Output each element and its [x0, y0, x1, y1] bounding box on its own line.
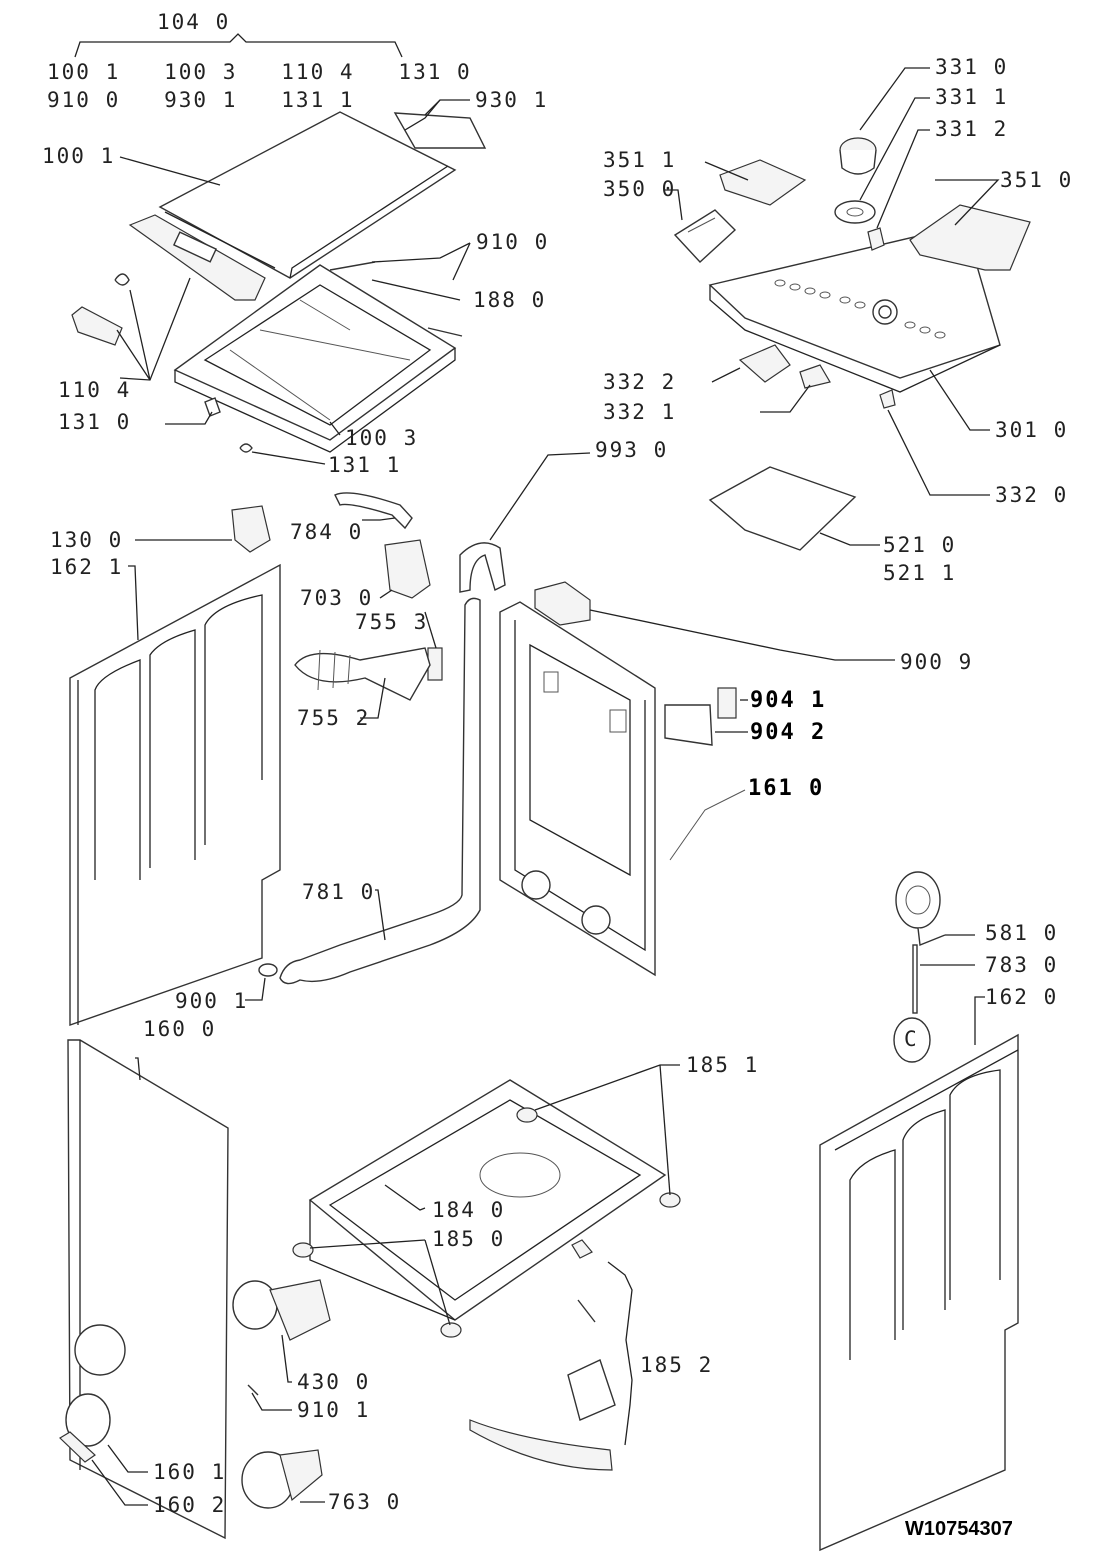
foot-part: [516, 1107, 538, 1123]
label-1621: 162 1: [50, 555, 124, 579]
label-1104: 110 4: [58, 378, 132, 402]
screw-9101-part: [247, 1384, 259, 1396]
dispenser-valve-part: [384, 539, 431, 599]
screw-part: [427, 327, 463, 337]
label-3320: 332 0: [995, 483, 1069, 507]
label-1040: 104 0: [157, 10, 231, 34]
spring-part: [239, 443, 253, 453]
label-clip-c: C: [904, 1027, 917, 1051]
suspension-rod-part: [571, 1239, 593, 1259]
label-group-row-2: 910 0 930 1 131 1: [47, 88, 355, 112]
document-code: W10754307: [905, 1518, 1013, 1540]
label-7840: 784 0: [290, 520, 364, 544]
label-5211: 521 1: [883, 561, 957, 585]
pulley-part: [895, 871, 946, 946]
bellows-hose-part: [294, 647, 431, 701]
label-9301: 930 1: [475, 88, 549, 112]
label-1610: 161 0: [748, 776, 825, 801]
right-side-panel-part: [819, 1033, 1019, 1552]
label-1880: 188 0: [473, 288, 547, 312]
bracket-3511-part: [719, 159, 807, 206]
label-1602: 160 2: [153, 1493, 227, 1517]
pin-part: [577, 1299, 596, 1323]
label-5810: 581 0: [985, 921, 1059, 945]
door-lock-part: [231, 505, 271, 553]
label-9100: 910 0: [476, 230, 550, 254]
bracket-9009-part: [534, 581, 591, 626]
label-1600: 160 0: [143, 1017, 217, 1041]
button-3320-part: [879, 389, 896, 409]
label-1300: 130 0: [50, 528, 124, 552]
label-1003: 100 3: [345, 426, 419, 450]
foot-part: [659, 1192, 681, 1208]
label-9930: 993 0: [595, 438, 669, 462]
label-9009: 900 9: [900, 650, 974, 674]
switch-9041-part: [717, 687, 737, 719]
button-3321-part: [799, 364, 831, 389]
hose-guide-part: [459, 542, 506, 593]
cover-hinge-part: [59, 1431, 96, 1463]
label-1001: 100 1: [42, 144, 116, 168]
label-9042: 904 2: [750, 720, 827, 745]
pcb-9042-part: [664, 704, 713, 746]
front-trim-part: [128, 214, 266, 301]
left-side-panel-part: [69, 563, 281, 1026]
group-bracket-1040: [74, 33, 403, 58]
label-3500: 350 0: [603, 177, 677, 201]
label-9101: 910 1: [297, 1398, 371, 1422]
pump-filter-part: [241, 1449, 323, 1509]
label-7630: 763 0: [328, 1490, 402, 1514]
label-3511: 351 1: [603, 148, 677, 172]
hose-7840-part: [334, 492, 413, 530]
label-3510: 351 0: [1000, 168, 1074, 192]
drain-hose-part: [279, 597, 481, 985]
label-1620: 162 0: [985, 985, 1059, 1009]
label-3311: 331 1: [935, 85, 1009, 109]
label-1601: 160 1: [153, 1460, 227, 1484]
rear-panel-part: [499, 601, 656, 977]
label-4300: 430 0: [297, 1370, 371, 1394]
label-7030: 703 0: [300, 586, 374, 610]
shaft-7830-part: [912, 944, 918, 1014]
hinge-pin-part: [329, 261, 376, 271]
label-5210: 521 0: [883, 533, 957, 557]
label-3322: 332 2: [603, 370, 677, 394]
label-1311: 131 1: [328, 453, 402, 477]
label-1310: 131 0: [58, 410, 132, 434]
service-cover-part: [65, 1393, 111, 1447]
label-1840: 184 0: [432, 1198, 506, 1222]
clip-c-part: [893, 1017, 931, 1063]
top-frame-part: [173, 264, 457, 453]
foot-part: [440, 1322, 462, 1338]
label-1851: 185 1: [686, 1053, 760, 1077]
control-panel-part: [708, 224, 1001, 393]
lid-latch-part: [71, 273, 130, 346]
label-9041: 904 1: [750, 688, 827, 713]
label-7830: 783 0: [985, 953, 1059, 977]
label-3310: 331 0: [935, 55, 1009, 79]
label-3312: 331 2: [935, 117, 1009, 141]
label-1852: 185 2: [640, 1353, 714, 1377]
base-frame-part: [308, 1079, 667, 1321]
label-3321: 332 1: [603, 400, 677, 424]
damper-holder-part: [567, 1359, 616, 1421]
label-3010: 301 0: [995, 418, 1069, 442]
hinge-part: [204, 397, 221, 417]
label-1850: 185 0: [432, 1227, 506, 1251]
label-7810: 781 0: [302, 880, 376, 904]
clip-9001-part: [258, 963, 278, 977]
pcb-3500-part: [673, 209, 737, 263]
console-base-part: [708, 466, 857, 551]
foot-part: [292, 1242, 314, 1258]
button-3322-part: [738, 344, 791, 383]
label-7552: 755 2: [297, 706, 371, 730]
damper-base-part: [469, 1419, 613, 1471]
knob-part: [834, 137, 885, 251]
label-9001: 900 1: [175, 989, 249, 1013]
bracket-3510-part: [909, 204, 1031, 271]
drain-pump-part: [232, 1279, 331, 1341]
label-7553: 755 3: [355, 610, 429, 634]
label-group-row-1: 100 1 100 3 110 4 131 0: [47, 60, 472, 84]
